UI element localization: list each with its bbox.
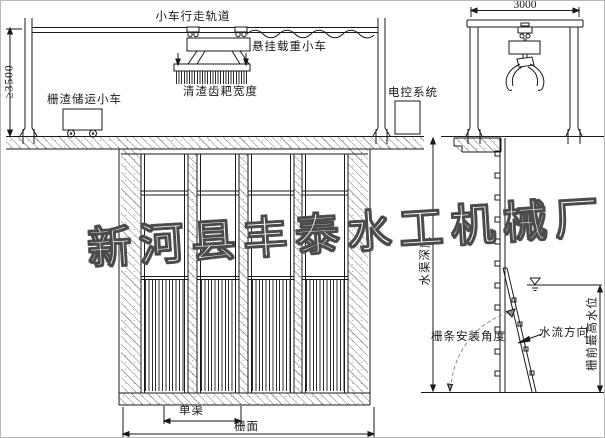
max-water-level-label: 栅前最高水位 [586, 296, 599, 371]
left-wall-section [121, 149, 141, 393]
gantry-front-view [6, 18, 424, 149]
rack-bars-bay-2 [201, 279, 235, 391]
bar-angle-label: 栅条安装角度 [431, 331, 506, 343]
right-wall-section [348, 149, 368, 393]
channel-structure-front [119, 149, 376, 437]
pier-section [188, 154, 197, 393]
pier-section [239, 154, 248, 393]
single-channel-label: 单渠 [179, 405, 204, 417]
side-ground-block [454, 138, 501, 152]
gantry-side-view [441, 7, 605, 152]
column-height-dimension: ≥3500 [3, 64, 16, 99]
front-ground-band [6, 137, 424, 149]
storage-cart-label: 栅渣储运小车 [47, 94, 122, 106]
rake-teeth [176, 71, 248, 84]
load-trolley-label: 悬挂载重小车 [252, 41, 327, 53]
control-system-label: 电控系统 [388, 87, 438, 99]
flow-direction-label: 水流方向 [539, 327, 589, 339]
rail-track-label: 小车行走轨道 [155, 11, 231, 23]
rack-face-label: 栅面 [234, 421, 259, 433]
span-dimension: 3000 [513, 0, 537, 11]
pier-section [294, 154, 302, 393]
rack-bars-bay-1 [145, 279, 184, 391]
rack-bars-bay-3 [252, 279, 290, 391]
rake-width-label: 清渣齿耙宽度 [183, 86, 258, 98]
rack-bars-bay-4 [306, 279, 344, 391]
bottom-sill-band [119, 393, 370, 405]
rack-side-view [421, 136, 605, 394]
